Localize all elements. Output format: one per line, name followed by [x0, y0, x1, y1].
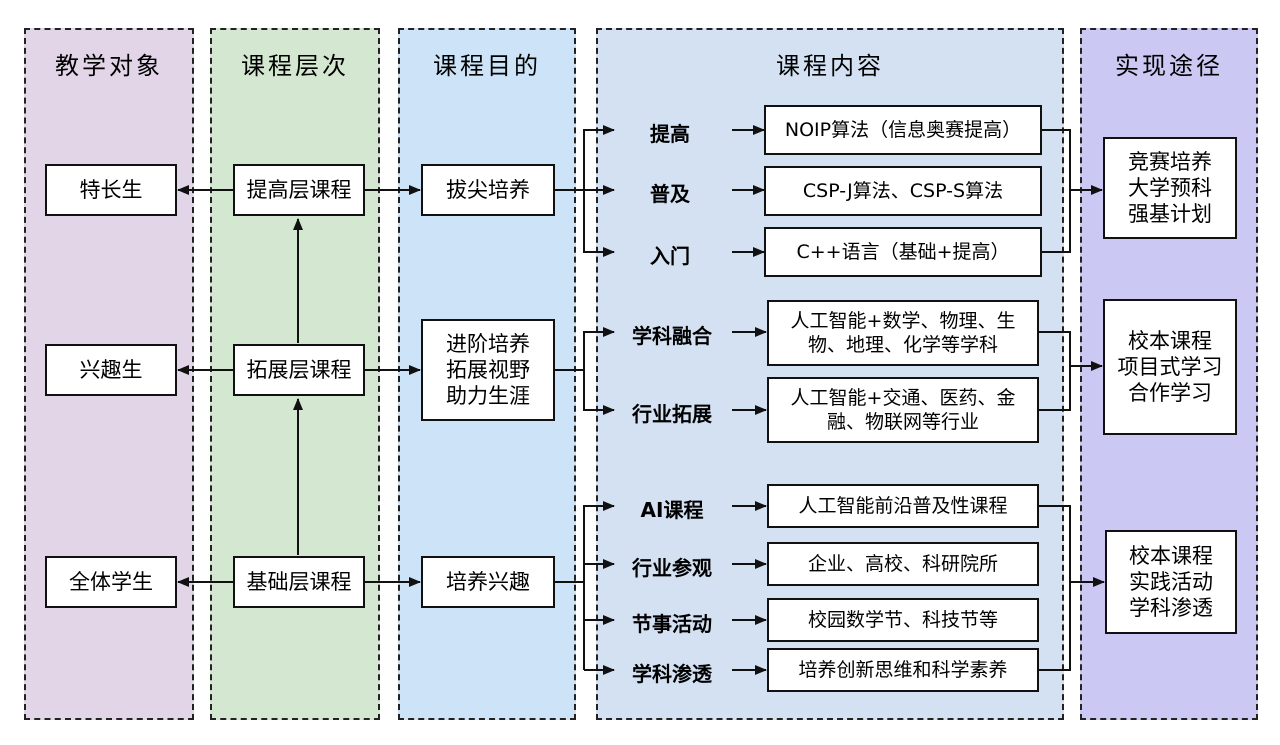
content-item-visit-sites: 企业、高校、科研院所 [767, 542, 1039, 586]
content-label-popularize: 普及 [650, 182, 690, 206]
student-interest: 兴趣生 [45, 344, 177, 396]
column-title-paths: 实现途径 [1115, 52, 1223, 80]
content-label-events: 节事活动 [632, 612, 712, 636]
column-title-content: 课程内容 [776, 52, 884, 80]
content-item-ai-industry: 人工智能+交通、医药、金 融、物联网等行业 [767, 377, 1039, 443]
student-all: 全体学生 [45, 556, 177, 608]
content-item-ai-subjects: 人工智能+数学、物理、生 物、地理、化学等学科 [767, 300, 1039, 366]
path-school-practice: 校本课程 实践活动 学科渗透 [1105, 530, 1237, 634]
content-item-noip: NOIP算法（信息奥赛提高） [764, 105, 1042, 155]
content-item-festivals: 校园数学节、科技节等 [767, 598, 1039, 642]
content-label-industry: 行业拓展 [632, 402, 712, 426]
goal-top: 拔尖培养 [421, 164, 555, 216]
column-title-objects: 教学对象 [55, 52, 163, 80]
goal-mid: 进阶培养 拓展视野 助力生涯 [421, 319, 555, 421]
content-label-visit: 行业参观 [632, 556, 712, 580]
path-school-project: 校本课程 项目式学习 合作学习 [1103, 299, 1237, 435]
content-item-ai-frontier: 人工智能前沿普及性课程 [767, 484, 1039, 528]
content-label-improve: 提高 [650, 122, 690, 146]
content-label-intro: 入门 [650, 244, 690, 268]
content-label-interdisciplinary: 学科融合 [632, 324, 712, 348]
level-basic: 基础层课程 [233, 556, 365, 608]
goal-base: 培养兴趣 [421, 556, 555, 608]
content-item-cpp: C++语言（基础+提高） [764, 227, 1042, 277]
student-special: 特长生 [45, 164, 177, 216]
level-advanced: 提高层课程 [233, 164, 365, 216]
column-title-goals: 课程目的 [433, 52, 541, 80]
content-item-csp: CSP-J算法、CSP-S算法 [764, 166, 1042, 216]
level-extended: 拓展层课程 [233, 344, 365, 396]
content-item-innovation: 培养创新思维和科学素养 [767, 648, 1039, 692]
column-title-levels: 课程层次 [241, 52, 349, 80]
content-label-infusion: 学科渗透 [632, 662, 712, 686]
path-competition: 竞赛培养 大学预科 强基计划 [1103, 137, 1237, 239]
content-label-ai-course: AI课程 [640, 498, 704, 522]
